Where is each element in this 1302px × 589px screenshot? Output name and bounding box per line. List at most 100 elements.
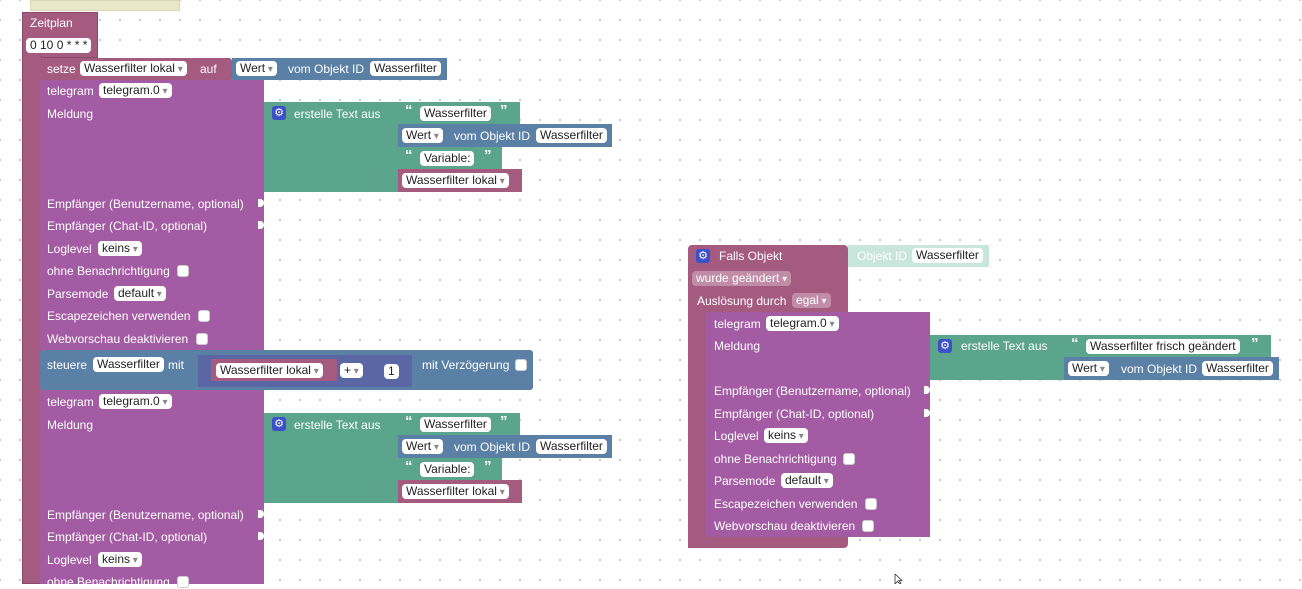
text-join-2-label: erstelle Text aus bbox=[294, 418, 381, 432]
parsemode-label-3: Parsemode bbox=[714, 474, 776, 488]
loglevel-label-3: Loglevel bbox=[714, 429, 759, 443]
text-join-3-label: erstelle Text aus bbox=[961, 339, 1048, 353]
input-notch bbox=[258, 221, 264, 229]
falls-objekt-field[interactable]: Wasserfilter bbox=[912, 248, 983, 263]
input-notch bbox=[258, 510, 264, 518]
partial-block-top[interactable] bbox=[30, 0, 180, 11]
vom-objekt-label-3: vom Objekt ID bbox=[1121, 362, 1198, 376]
condition-dropdown[interactable]: wurde geändert bbox=[692, 271, 792, 286]
input-notch bbox=[258, 199, 264, 207]
input-notch bbox=[924, 386, 930, 394]
escapezeichen-checkbox-3[interactable] bbox=[865, 498, 877, 510]
open-quote-icon: “ bbox=[1071, 335, 1079, 352]
variable-dropdown-2[interactable]: Wasserfilter lokal bbox=[402, 484, 509, 499]
text-2a-field[interactable]: Wasserfilter bbox=[420, 417, 491, 432]
text-join-block-2[interactable] bbox=[264, 413, 400, 503]
gear-icon[interactable]: ⚙ bbox=[272, 417, 286, 431]
vom-objekt-label-1: vom Objekt ID bbox=[454, 129, 531, 143]
mouse-cursor-icon bbox=[894, 574, 904, 584]
parsemode-label-1: Parsemode bbox=[47, 287, 109, 301]
cron-field[interactable]: 0 10 0 * * * bbox=[26, 38, 92, 53]
falls-objekt-footer[interactable] bbox=[688, 537, 848, 548]
empfaenger-name-label-3: Empfänger (Benutzername, optional) bbox=[714, 384, 911, 398]
telegram-3-meldung-label: Meldung bbox=[714, 339, 761, 353]
empfaenger-chat-label-3: Empfänger (Chat-ID, optional) bbox=[714, 407, 875, 421]
open-quote-icon: “ bbox=[405, 413, 413, 430]
ohne-benachrichtigung-label-1: ohne Benachrichtigung bbox=[47, 264, 170, 278]
empfaenger-chat-label-2: Empfänger (Chat-ID, optional) bbox=[47, 530, 208, 544]
telegram-block-3[interactable] bbox=[706, 312, 930, 537]
objekt-field-1[interactable]: Wasserfilter bbox=[536, 128, 607, 143]
objekt-field-2[interactable]: Wasserfilter bbox=[536, 439, 607, 454]
variable-dropdown-1[interactable]: Wasserfilter lokal bbox=[402, 173, 509, 188]
telegram-2-label: telegram bbox=[47, 395, 94, 409]
wert-dropdown-3[interactable]: Wert bbox=[1068, 361, 1109, 376]
telegram-1-meldung-label: Meldung bbox=[47, 107, 94, 121]
ausloesung-dropdown[interactable]: egal bbox=[792, 293, 831, 308]
webvorschau-checkbox-1[interactable] bbox=[196, 333, 208, 345]
close-quote-icon: ” bbox=[1251, 335, 1259, 352]
zeitplan-block-spine[interactable] bbox=[22, 56, 42, 584]
text-1a-field[interactable]: Wasserfilter bbox=[420, 106, 491, 121]
telegram-2-meldung-label: Meldung bbox=[47, 418, 94, 432]
falls-objekt-label: Falls Objekt bbox=[719, 249, 783, 263]
telegram-1-instance-dropdown[interactable]: telegram.0 bbox=[99, 83, 172, 98]
gear-icon[interactable]: ⚙ bbox=[938, 339, 952, 353]
open-quote-icon: “ bbox=[405, 102, 413, 119]
wert-dropdown-1[interactable]: Wert bbox=[402, 128, 443, 143]
operator-dropdown[interactable]: + bbox=[340, 363, 363, 378]
telegram-2-instance-dropdown[interactable]: telegram.0 bbox=[99, 394, 172, 409]
input-notch bbox=[924, 409, 930, 417]
text-2b-field[interactable]: Variable: bbox=[420, 462, 475, 477]
close-quote-icon: ” bbox=[500, 102, 508, 119]
empfaenger-name-label-1: Empfänger (Benutzername, optional) bbox=[47, 197, 244, 211]
steuere-variable-dropdown[interactable]: Wasserfilter lokal bbox=[216, 363, 323, 378]
telegram-block-2[interactable] bbox=[40, 390, 264, 584]
ohne-benachrichtigung-checkbox-3[interactable] bbox=[843, 453, 855, 465]
steuere-mit-label: mit bbox=[168, 358, 184, 372]
loglevel-dropdown-2[interactable]: keins bbox=[98, 552, 142, 567]
loglevel-dropdown-1[interactable]: keins bbox=[98, 241, 142, 256]
loglevel-dropdown-3[interactable]: keins bbox=[764, 428, 808, 443]
mit-verzoegerung-label: mit Verzögerung bbox=[422, 358, 510, 372]
steuere-objekt-field[interactable]: Wasserfilter bbox=[93, 357, 164, 372]
close-quote-icon: ” bbox=[484, 147, 492, 164]
text-3a-field[interactable]: Wasserfilter frisch geändert bbox=[1086, 339, 1240, 354]
telegram-block-1[interactable] bbox=[40, 80, 264, 350]
text-join-block-1[interactable] bbox=[264, 102, 400, 192]
input-notch bbox=[258, 532, 264, 540]
gear-icon[interactable]: ⚙ bbox=[696, 249, 710, 263]
ohne-benachrichtigung-label-3: ohne Benachrichtigung bbox=[714, 452, 837, 466]
setze-variable-dropdown[interactable]: Wasserfilter lokal bbox=[80, 61, 187, 76]
webvorschau-checkbox-3[interactable] bbox=[862, 520, 874, 532]
mit-verzoegerung-checkbox[interactable] bbox=[515, 359, 527, 371]
loglevel-label-1: Loglevel bbox=[47, 242, 92, 256]
objekt-field-3[interactable]: Wasserfilter bbox=[1202, 361, 1273, 376]
escapezeichen-label-3: Escapezeichen verwenden bbox=[714, 497, 858, 511]
close-quote-icon: ” bbox=[500, 413, 508, 430]
ohne-benachrichtigung-checkbox-1[interactable] bbox=[177, 265, 189, 277]
parsemode-dropdown-1[interactable]: default bbox=[114, 286, 166, 301]
parsemode-dropdown-3[interactable]: default bbox=[781, 473, 833, 488]
falls-objekt-spine[interactable] bbox=[688, 312, 706, 548]
telegram-1-label: telegram bbox=[47, 84, 94, 98]
number-field[interactable]: 1 bbox=[384, 364, 399, 379]
telegram-3-instance-dropdown[interactable]: telegram.0 bbox=[766, 316, 839, 331]
telegram-3-label: telegram bbox=[714, 317, 761, 331]
setze-vom-objekt-label: vom Objekt ID bbox=[288, 62, 365, 76]
setze-label: setze bbox=[47, 62, 76, 76]
zeitplan-title: Zeitplan bbox=[30, 16, 73, 30]
ohne-benachrichtigung-label-2: ohne Benachrichtigung bbox=[47, 575, 170, 589]
setze-auf-label: auf bbox=[200, 62, 217, 76]
empfaenger-chat-label-1: Empfänger (Chat-ID, optional) bbox=[47, 219, 208, 233]
text-join-block-3[interactable] bbox=[930, 335, 1066, 380]
escapezeichen-checkbox-1[interactable] bbox=[198, 310, 210, 322]
setze-wert-dropdown[interactable]: Wert bbox=[236, 61, 277, 76]
setze-objekt-field[interactable]: Wasserfilter bbox=[370, 61, 441, 76]
ohne-benachrichtigung-checkbox-2[interactable] bbox=[177, 576, 189, 588]
text-join-1-label: erstelle Text aus bbox=[294, 107, 381, 121]
gear-icon[interactable]: ⚙ bbox=[272, 106, 286, 120]
text-1b-field[interactable]: Variable: bbox=[420, 151, 475, 166]
webvorschau-label-3: Webvorschau deaktivieren bbox=[714, 519, 856, 533]
wert-dropdown-2[interactable]: Wert bbox=[402, 439, 443, 454]
